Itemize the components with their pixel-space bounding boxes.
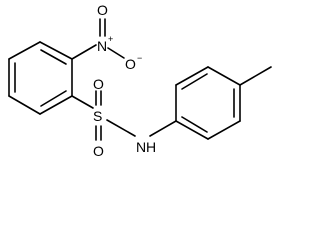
sulfonamide-bonds [71, 90, 177, 141]
amine-hydrogen-label: H [146, 139, 156, 155]
sulfonyl-oxygen-bottom-label: O [93, 143, 104, 159]
methyl-bond [239, 66, 272, 86]
nitro-nitrogen-charge: + [108, 34, 113, 44]
chemical-structure-diagram: N + O O − S O O N H [8, 2, 272, 159]
nitro-oxygen-top-label: O [97, 2, 108, 18]
benzene-ring-left [8, 41, 73, 115]
nitro-nitrogen-label: N [97, 38, 107, 54]
amine-nitrogen-label: N [136, 139, 146, 155]
nitro-bonds [71, 18, 125, 60]
sulfonyl-oxygen-top-label: O [93, 76, 104, 92]
nitro-oxygen-charge: − [137, 53, 142, 63]
sulfur-label: S [93, 108, 102, 124]
benzene-ring-right [175, 66, 241, 140]
nitro-oxygen-right-label: O [125, 56, 136, 72]
